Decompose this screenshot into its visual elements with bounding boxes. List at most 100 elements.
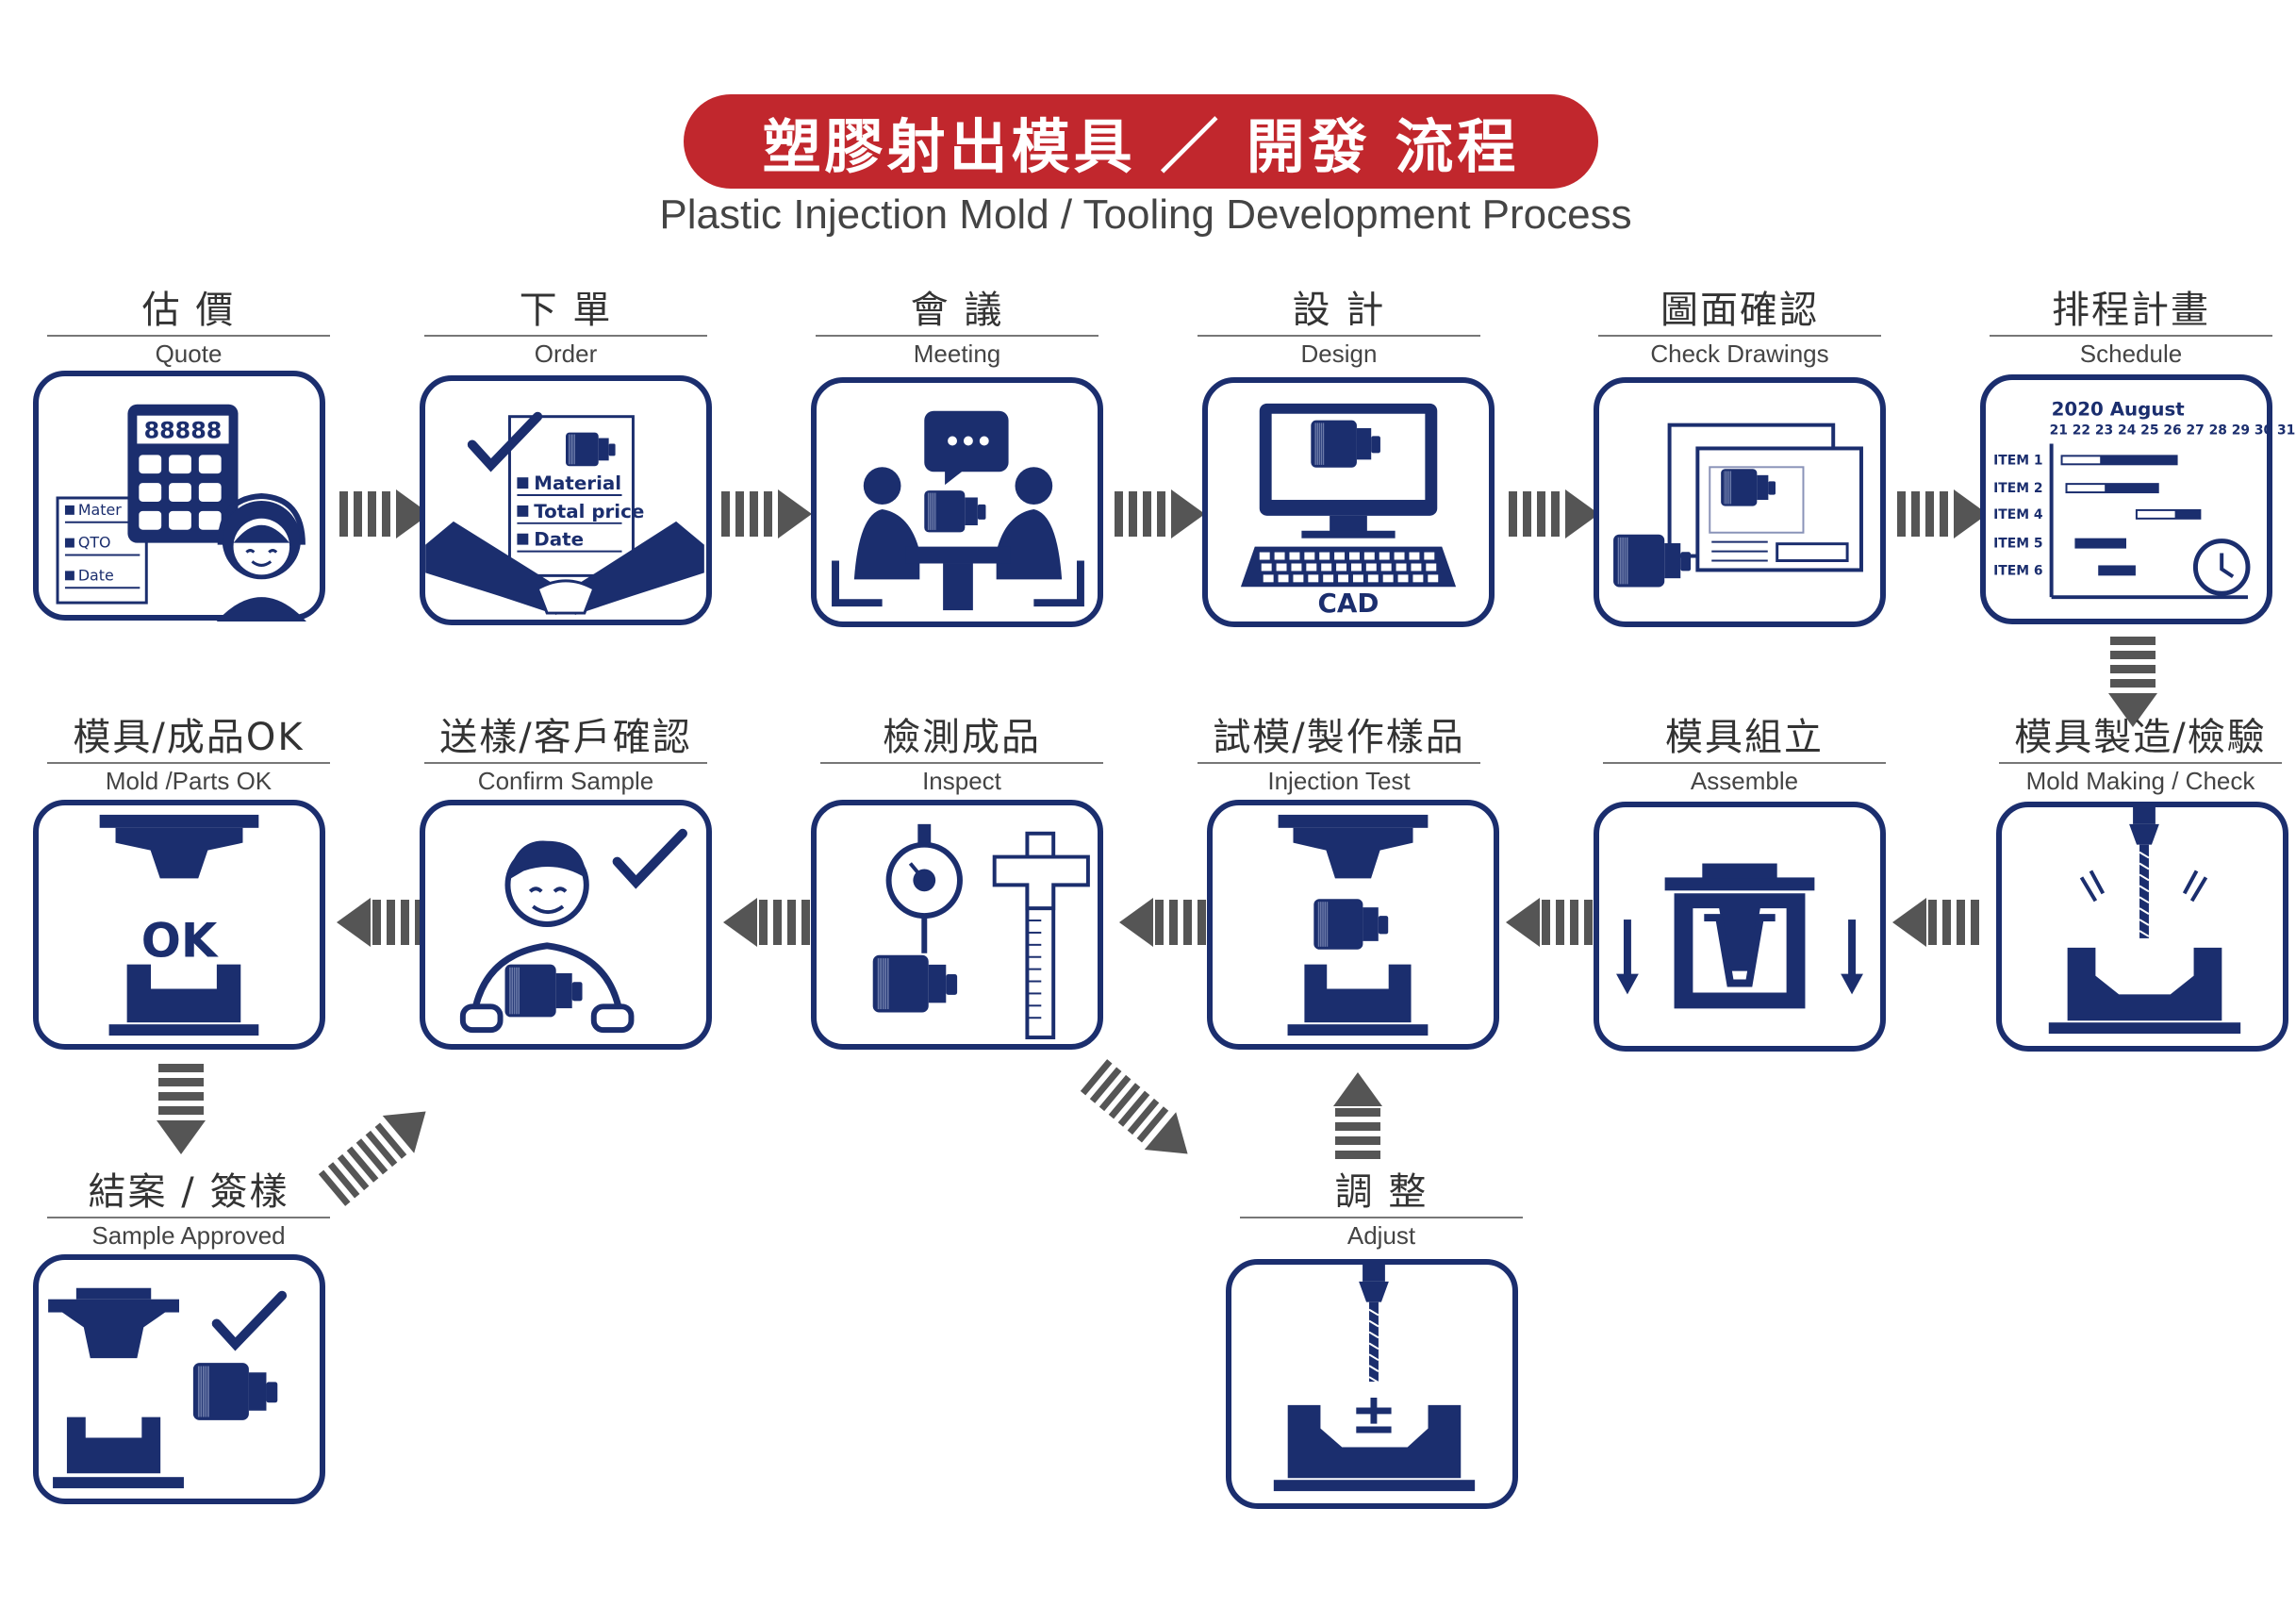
sample-approved-icon <box>48 1287 288 1489</box>
title-banner: 塑膠射出模具 ／ 開發 流程 <box>684 94 1598 189</box>
step-divider <box>1240 1217 1523 1218</box>
step-title-en: Quote <box>155 340 223 368</box>
arrow-ok-to-approved <box>157 1064 206 1154</box>
step-divider <box>816 335 1098 337</box>
ok-label: OK <box>141 914 219 969</box>
step-divider <box>1603 762 1886 764</box>
step-divider <box>1999 762 2282 764</box>
arrow-inspect-to-adjust <box>1080 1059 1188 1154</box>
camera-lens-part <box>566 432 616 467</box>
step-divider <box>47 762 330 764</box>
step-divider <box>424 335 707 337</box>
step-divider <box>1198 335 1480 337</box>
step-box-confirm-sample <box>420 800 712 1050</box>
arrow-order-to-meeting <box>721 489 812 539</box>
schedule-item-label: ITEM 1 <box>1993 453 2042 468</box>
step-label-meeting: 會 議 Meeting <box>816 288 1098 369</box>
step-title-en: Meeting <box>913 340 1001 368</box>
meeting-icon <box>832 410 1084 611</box>
step-box-injection-test <box>1207 800 1499 1050</box>
step-title-zh: 檢測成品 <box>883 716 1041 759</box>
schedule-item-label: ITEM 5 <box>1993 537 2042 552</box>
step-title-en: Schedule <box>2079 340 2183 368</box>
quote-form-text: Mater <box>78 501 122 519</box>
step-title-en: Inspect <box>922 767 1001 795</box>
step-title-zh: 模具組立 <box>1665 716 1824 759</box>
camera-lens-part <box>1613 534 1692 588</box>
step-box-adjust: ± <box>1226 1259 1518 1509</box>
step-title-zh: 圖面確認 <box>1660 289 1819 332</box>
step-title-zh: 試模/製作樣品 <box>1213 716 1465 759</box>
step-box-check-drawings <box>1594 377 1886 627</box>
step-title-en: Adjust <box>1346 1221 1416 1250</box>
assemble-icon <box>1616 863 1863 1009</box>
step-title-en: Injection Test <box>1267 767 1411 795</box>
step-label-design: 設 計 Design <box>1198 288 1480 369</box>
step-box-assemble <box>1594 802 1886 1052</box>
step-box-meeting <box>811 377 1103 627</box>
arrow-adjust-to-injection <box>1333 1072 1382 1159</box>
schedule-days: 21 22 23 24 25 26 27 28 29 30 31 <box>2050 423 2296 439</box>
schedule-item-label: ITEM 2 <box>1993 481 2042 496</box>
step-box-inspect <box>811 800 1103 1050</box>
injection-test-icon <box>1278 814 1429 1036</box>
step-label-mold-ok: 模具/成品OK Mold /Parts OK <box>47 715 330 796</box>
step-label-injection-test: 試模/製作樣品 Injection Test <box>1198 715 1480 796</box>
quote-form-text: QTO <box>78 534 111 552</box>
arrow-design-to-drawings <box>1509 489 1599 539</box>
cad-label: CAD <box>1318 588 1379 619</box>
step-label-mold-making: 模具製造/檢驗 Mold Making / Check <box>1999 715 2282 796</box>
inspect-icon <box>872 823 1090 1040</box>
step-label-adjust: 調 整 Adjust <box>1240 1169 1523 1251</box>
step-divider <box>424 762 707 764</box>
step-label-schedule: 排程計畫 Schedule <box>1990 288 2272 369</box>
check-drawings-icon <box>1613 423 1863 588</box>
design-icon: CAD <box>1240 403 1457 619</box>
step-title-en: Check Drawings <box>1650 340 1829 368</box>
step-divider <box>1990 335 2272 337</box>
confirm-sample-icon <box>459 828 687 1034</box>
arrow-meeting-to-design <box>1115 489 1205 539</box>
step-label-assemble: 模具組立 Assemble <box>1603 715 1886 796</box>
arrow-drawings-to-schedule <box>1897 489 1988 539</box>
camera-lens-part <box>1721 469 1776 506</box>
mold-ok-icon: OK <box>99 814 259 1036</box>
step-divider <box>1198 762 1480 764</box>
step-box-sample-approved <box>33 1254 325 1504</box>
arrow-mold-making-to-assemble <box>1892 898 1979 947</box>
step-divider <box>47 1217 330 1218</box>
step-box-design: CAD <box>1202 377 1495 627</box>
step-label-sample-approved: 結案 / 簽樣 Sample Approved <box>47 1169 330 1251</box>
step-title-zh: 估 價 <box>141 289 236 332</box>
camera-lens-part <box>924 490 986 533</box>
mold-making-icon <box>2048 807 2241 1035</box>
step-title-zh: 調 整 <box>1334 1170 1429 1214</box>
step-label-inspect: 檢測成品 Inspect <box>820 715 1103 796</box>
order-form-text: Material <box>534 472 621 494</box>
camera-lens-part <box>504 964 583 1018</box>
step-title-en: Design <box>1300 340 1378 368</box>
step-title-en: Sample Approved <box>91 1221 286 1250</box>
camera-lens-part <box>1313 899 1389 950</box>
step-divider <box>1598 335 1881 337</box>
step-divider <box>820 762 1103 764</box>
arrow-quote-to-order <box>339 489 430 539</box>
step-label-order: 下 單 Order <box>424 288 707 369</box>
order-form-text: Total price <box>534 501 644 522</box>
arrow-assemble-to-injection <box>1506 898 1593 947</box>
arrow-inspect-to-confirm <box>723 898 810 947</box>
schedule-item-label: ITEM 4 <box>1993 507 2043 522</box>
arrow-injection-to-inspect <box>1119 898 1206 947</box>
arrow-schedule-to-mold-making <box>2108 637 2157 727</box>
step-title-en: Mold Making / Check <box>2025 767 2255 795</box>
step-title-en: Assemble <box>1690 767 1799 795</box>
calculator-display: 88888 <box>144 417 223 443</box>
step-title-zh: 設 計 <box>1292 289 1386 332</box>
